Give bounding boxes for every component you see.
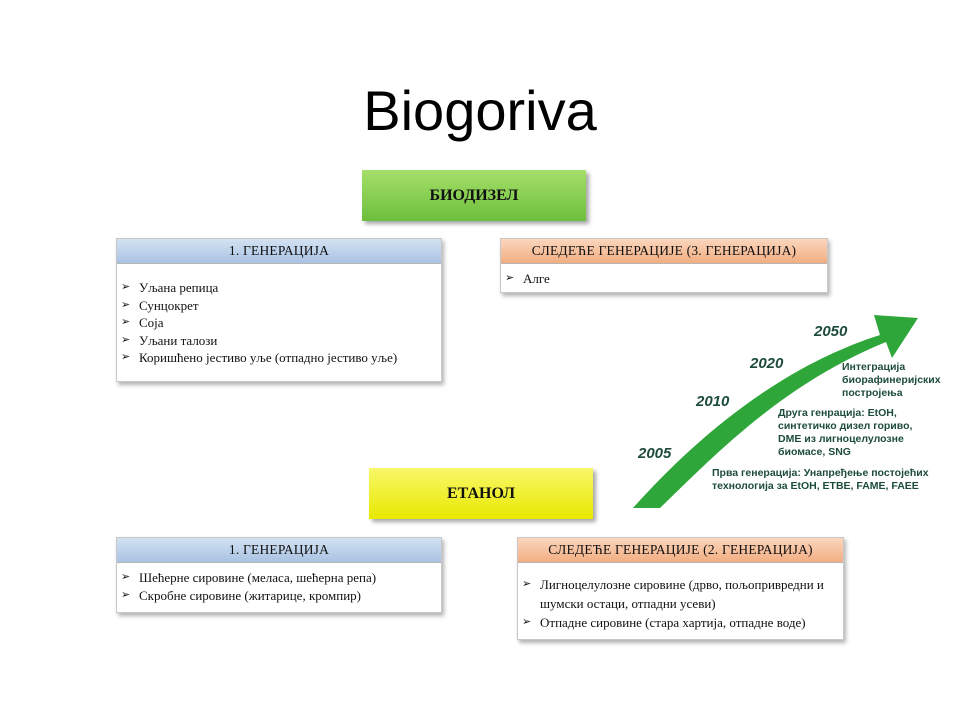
- arrow-bullet-icon: ➢: [121, 571, 131, 583]
- biodizel-first-generation-panel: 1. ГЕНЕРАЦИЈА ➢Уљана репица ➢Сунцокрет ➢…: [116, 238, 442, 382]
- page-title: Biogoriva: [363, 79, 597, 142]
- panel-header: СЛЕДЕЋЕ ГЕНЕРАЦИЈЕ (2. ГЕНЕРАЦИЈА): [518, 538, 843, 563]
- panel-header: СЛЕДЕЋЕ ГЕНЕРАЦИЈЕ (3. ГЕНЕРАЦИЈА): [501, 239, 827, 264]
- arrow-bullet-icon: ➢: [505, 272, 515, 284]
- growth-arrow-icon: [633, 315, 918, 508]
- list-item: ➢Сунцокрет: [121, 297, 199, 313]
- arrow-bullet-icon: ➢: [121, 281, 131, 293]
- list-item: ➢Алге: [505, 271, 550, 286]
- panel-header: 1. ГЕНЕРАЦИЈА: [117, 239, 441, 264]
- note-2050-line1: Интеграција: [842, 361, 905, 373]
- item-list: ➢Шећерне сировине (меласа, шећерна репа)…: [117, 563, 441, 604]
- item-list: ➢Уљана репица ➢Сунцокрет ➢Соја ➢Уљани та…: [117, 264, 441, 367]
- etanol-next-generation-panel: СЛЕДЕЋЕ ГЕНЕРАЦИЈЕ (2. ГЕНЕРАЦИЈА) ➢Лигн…: [517, 537, 844, 640]
- list-item: ➢Уљана репица: [121, 280, 219, 295]
- biodizel-box: БИОДИЗЕЛ: [362, 170, 586, 221]
- list-item: ➢Соја: [121, 315, 164, 330]
- list-item: ➢Лигноцелулозне сировине (дрво, пољоприв…: [522, 577, 824, 611]
- note-2020-line2: синтетичко дизел гориво,: [778, 420, 912, 432]
- note-2050-line2: биорафинеријских: [842, 374, 941, 386]
- list-item: ➢Отпадне сировине (стара хартија, отпадн…: [522, 615, 806, 630]
- year-2005: 2005: [637, 445, 672, 462]
- arrow-bullet-icon: ➢: [522, 578, 532, 590]
- note-2050-line3: постројења: [842, 387, 903, 399]
- etanol-box: ЕТАНОЛ: [369, 468, 593, 519]
- item-list: ➢Алге: [501, 264, 827, 288]
- note-2010-line1: Прва генерација: Унапређење постојећих: [712, 467, 929, 479]
- note-2020-line1: Друга генрација: EtOH,: [778, 407, 897, 419]
- arrow-bullet-icon: ➢: [121, 298, 131, 311]
- arrow-bullet-icon: ➢: [522, 616, 532, 628]
- list-item: ➢Шећерне сировине (меласа, шећерна репа): [121, 570, 377, 585]
- item-list: ➢Лигноцелулозне сировине (дрво, пољоприв…: [518, 563, 843, 632]
- list-item: ➢Коришћено јестиво уље (отпадно јестиво …: [121, 350, 398, 365]
- note-2020-line4: биомасе, SNG: [778, 446, 851, 458]
- year-2020: 2020: [749, 355, 784, 372]
- timeline-arrow-graphic: 2005 2010 2020 2050 Интеграција биорафин…: [633, 315, 941, 508]
- year-2010: 2010: [695, 393, 730, 410]
- arrow-bullet-icon: ➢: [121, 351, 131, 363]
- biodizel-next-generation-panel: СЛЕДЕЋЕ ГЕНЕРАЦИЈЕ (3. ГЕНЕРАЦИЈА) ➢Алге: [500, 238, 828, 293]
- arrow-bullet-icon: ➢: [121, 588, 131, 601]
- year-2050: 2050: [813, 323, 848, 340]
- note-2020-line3: DME из лигноцелулозне: [778, 433, 904, 445]
- panel-header: 1. ГЕНЕРАЦИЈА: [117, 538, 441, 563]
- list-item: ➢Скробне сировине (житарице, кромпир): [121, 587, 361, 603]
- etanol-first-generation-panel: 1. ГЕНЕРАЦИЈА ➢Шећерне сировине (меласа,…: [116, 537, 442, 613]
- arrow-bullet-icon: ➢: [121, 333, 131, 346]
- list-item: ➢Уљани талози: [121, 332, 218, 348]
- arrow-bullet-icon: ➢: [121, 316, 131, 328]
- note-2010-line2: технологија за EtOH, ETBE, FAME, FAEE: [712, 480, 919, 492]
